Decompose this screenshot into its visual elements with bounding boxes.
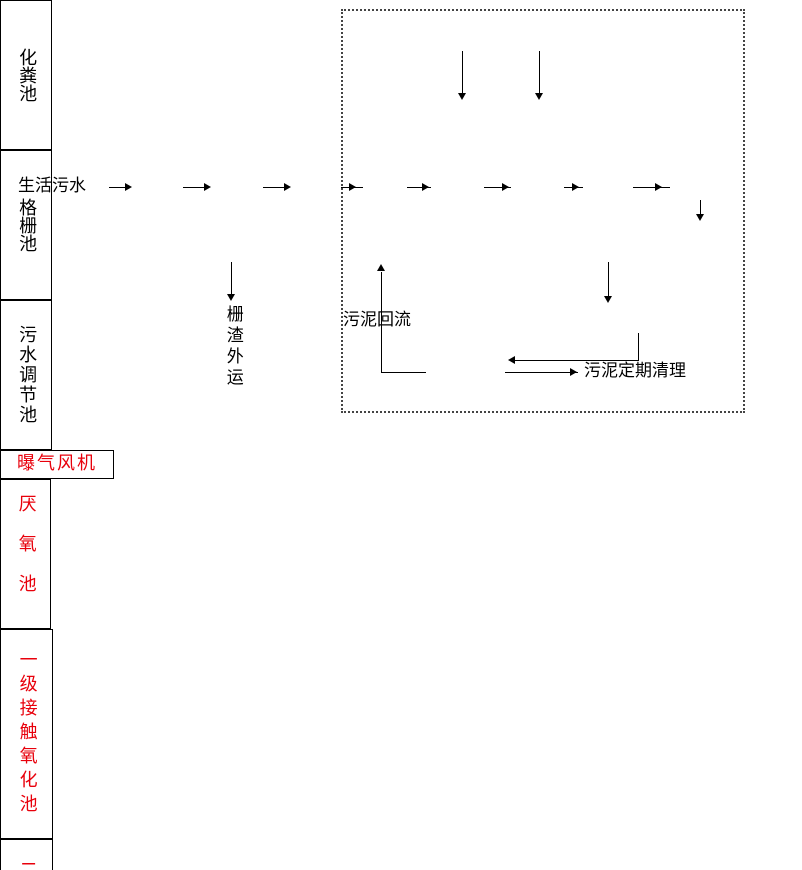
box-blower[interactable]: 曝气风机 bbox=[0, 450, 114, 479]
connector-sludge-return-horizontal bbox=[381, 372, 426, 373]
box-regulating-tank-label: 污水调节池 bbox=[16, 325, 38, 425]
box-septic-tank[interactable]: 化粪池 bbox=[0, 0, 52, 150]
arrowhead-ox1-to-ox2 bbox=[502, 183, 509, 191]
arrowhead-airlift-to-sludge-tank bbox=[508, 356, 515, 364]
label-sludge-return: 污泥回流 bbox=[343, 310, 411, 330]
box-blower-label: 曝气风机 bbox=[17, 453, 97, 475]
box-grille-tank[interactable]: 格栅池 bbox=[0, 150, 52, 300]
inlet-label: 生活污水 bbox=[18, 176, 86, 196]
connector-ox1-to-ox2 bbox=[484, 187, 511, 188]
connector-blower-to-tank1 bbox=[462, 51, 463, 96]
connector-grille-to-residue bbox=[231, 262, 232, 298]
box-grille-tank-label: 格栅池 bbox=[16, 198, 38, 252]
connector-inlet-to-septic bbox=[109, 187, 129, 188]
box-anaerobic-tank-label: 厌氧池 bbox=[15, 494, 37, 614]
box-regulating-tank[interactable]: 污水调节池 bbox=[0, 300, 52, 450]
connector-sedimentation-to-airlift bbox=[608, 262, 609, 298]
arrowhead-ox2-to-sedimentation bbox=[572, 183, 579, 191]
box-contact-oxidation-2[interactable]: 二级接触氧化池 bbox=[0, 839, 53, 870]
label-sludge-periodic-cleaning: 污泥定期清理 bbox=[584, 361, 686, 381]
arrowhead-septic-to-grille bbox=[204, 183, 211, 191]
arrowhead-grille-residue bbox=[227, 294, 235, 301]
box-septic-tank-label: 化粪池 bbox=[16, 48, 38, 102]
connector-sludge-tank-to-cleaning bbox=[505, 372, 578, 373]
box-anaerobic-tank[interactable]: 厌氧池 bbox=[0, 479, 51, 629]
connector-septic-to-grille bbox=[183, 187, 208, 188]
arrowhead-grille-to-regulating bbox=[284, 183, 291, 191]
box-contact-oxidation-1[interactable]: 一级接触氧化池 bbox=[0, 629, 53, 839]
connector-airlift-down bbox=[638, 333, 639, 361]
connector-grille-to-regulating bbox=[263, 187, 288, 188]
connector-sludge-return-to-anaerobic bbox=[381, 272, 382, 273]
flowchart-canvas: 生活污水 化粪池 格栅池 栅渣外运 污水调节池 曝气风机 厌氧池 一级接触氧化池 bbox=[0, 0, 745, 870]
label-grille-residue: 栅渣外运 bbox=[222, 305, 243, 389]
box-contact-oxidation-2-label: 二级接触氧化池 bbox=[16, 860, 38, 870]
arrowhead-blower-to-tank2 bbox=[535, 93, 543, 100]
connector-sludge-return-vertical bbox=[381, 272, 382, 373]
connector-sedimentation-to-disinfection bbox=[633, 187, 670, 188]
connector-blower-to-tank2 bbox=[539, 51, 540, 96]
arrowhead-anaerobic-to-ox1 bbox=[422, 183, 429, 191]
system-boundary-region bbox=[341, 9, 745, 413]
arrowhead-sedimentation-to-airlift bbox=[604, 296, 612, 303]
arrowhead-inlet bbox=[125, 183, 132, 191]
arrowhead-sludge-return-to-anaerobic bbox=[377, 264, 385, 271]
arrowhead-blower-to-tank1 bbox=[458, 93, 466, 100]
arrowhead-regulating-to-anaerobic bbox=[349, 183, 356, 191]
connector-airlift-to-sludge-tank bbox=[512, 360, 639, 361]
connector-disinfection-to-discharge bbox=[700, 200, 701, 216]
connector-anaerobic-to-ox1 bbox=[407, 187, 431, 188]
arrowhead-sedimentation-to-disinfection bbox=[655, 183, 662, 191]
arrowhead-disinfection-to-discharge bbox=[696, 214, 704, 221]
arrowhead-sludge-cleaning bbox=[570, 368, 577, 376]
box-contact-oxidation-1-label: 一级接触氧化池 bbox=[16, 650, 38, 818]
